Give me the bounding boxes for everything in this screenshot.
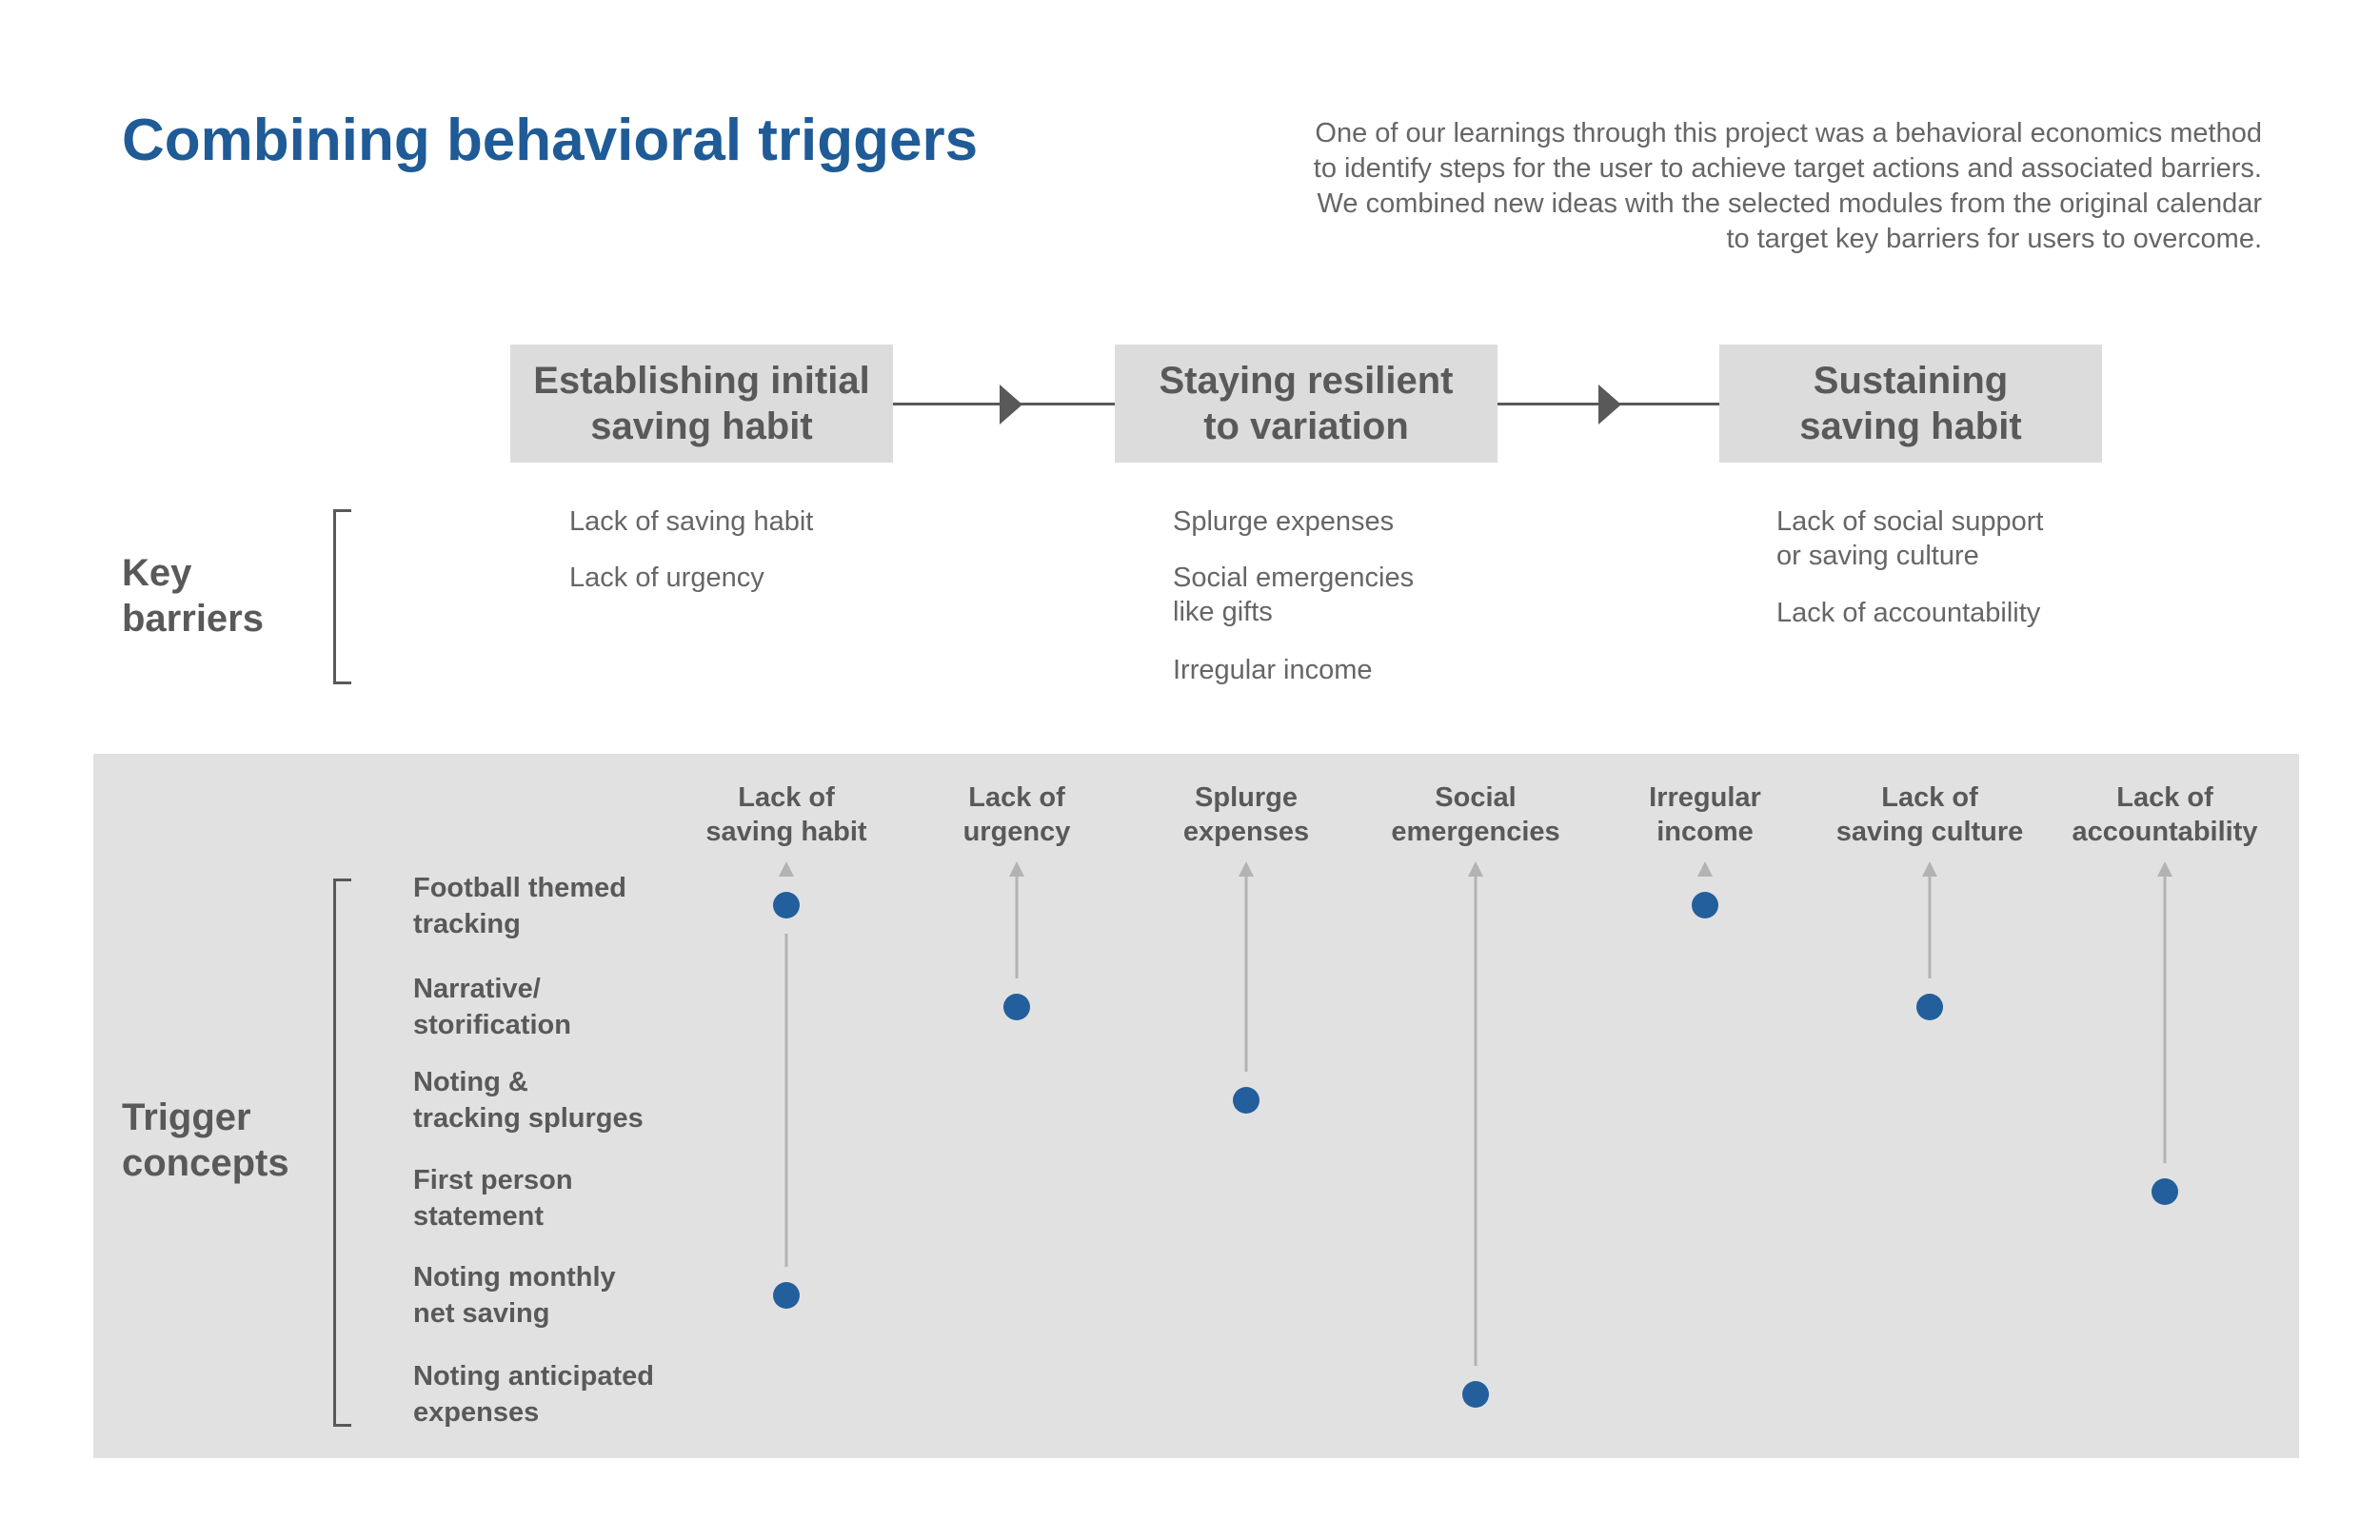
link-dot <box>773 892 800 918</box>
row-label-line: Noting monthly <box>413 1262 616 1293</box>
arrow-up-icon <box>1009 861 1024 877</box>
trigger-concepts-label-line: Trigger <box>122 1096 251 1138</box>
stage-title-line: saving habit <box>1799 405 2022 447</box>
link-dot <box>1003 994 1030 1020</box>
row-label-line: expenses <box>413 1397 540 1428</box>
barrier-item: Splurge expenses <box>1173 506 1395 537</box>
row-label-line: tracking <box>413 909 521 939</box>
column-header-line: urgency <box>962 817 1071 847</box>
arrow-up-icon <box>1239 861 1254 877</box>
column-header: Lack of urgency <box>902 780 1131 849</box>
column-header-line: Splurge <box>1195 782 1298 813</box>
page-title: Combining behavioral triggers <box>122 108 979 173</box>
column-header-line: income <box>1656 817 1754 847</box>
column-header: Lack of saving habit <box>672 780 901 849</box>
stage-title-line: Sustaining <box>1813 360 2009 402</box>
barrier-item: Lack of social support or saving culture <box>1776 506 2044 571</box>
row-label-line: net saving <box>413 1298 550 1329</box>
link-dot <box>1692 892 1718 918</box>
row-label-line: statement <box>413 1201 544 1232</box>
row-label: Football themed tracking <box>413 870 718 942</box>
column-header-line: Social <box>1435 782 1517 813</box>
intro-line: to target key barriers for users to over… <box>1726 224 2263 254</box>
link-dot <box>1462 1381 1489 1408</box>
barrier-item: Lack of saving habit <box>569 506 814 537</box>
intro-paragraph: One of our learnings through this projec… <box>1120 116 2262 257</box>
link-dot <box>2152 1178 2178 1205</box>
arrow-up-icon <box>779 861 794 877</box>
arrowhead-icon <box>1000 385 1022 424</box>
intro-line: One of our learnings through this projec… <box>1315 118 2262 148</box>
stage-title-line: Establishing initial <box>533 360 870 402</box>
column-header-line: Lack of <box>968 782 1065 813</box>
barrier-item: Irregular income <box>1173 655 1373 685</box>
row-label-line: tracking splurges <box>413 1103 644 1134</box>
column-header-line: expenses <box>1182 817 1310 847</box>
key-barriers-label-line: barriers <box>122 598 264 640</box>
link-dot <box>773 1282 800 1309</box>
row-label-line: Narrative/ <box>413 974 541 1004</box>
stage-title-line: Staying resilient <box>1159 360 1454 402</box>
intro-line: to identify steps for the user to achiev… <box>1313 153 2262 184</box>
row-label-line: Noting anticipated <box>413 1361 654 1392</box>
arrow-up-icon <box>1697 861 1713 877</box>
row-label-line: First person <box>413 1165 573 1195</box>
column-header: Irregular income <box>1591 780 1819 849</box>
row-label: Noting & tracking splurges <box>413 1064 718 1136</box>
column-header-line: Lack of <box>1881 782 1978 813</box>
arrow-up-icon <box>2157 861 2172 877</box>
key-barriers-bracket <box>333 509 351 684</box>
column-header-line: Lack of <box>2116 782 2213 813</box>
barrier-item: Lack of urgency <box>569 563 764 593</box>
column-header-line: saving culture <box>1835 817 2024 847</box>
row-label: Noting monthly net saving <box>413 1259 718 1332</box>
column-header-line: emergencies <box>1391 817 1560 847</box>
key-barriers-label-line: Key <box>122 552 192 594</box>
column-header-line: Irregular <box>1649 782 1761 813</box>
trigger-concepts-bracket <box>333 879 351 1427</box>
trigger-concepts-label: Trigger concepts <box>122 1095 289 1186</box>
intro-line: We combined new ideas with the selected … <box>1317 188 2262 219</box>
barrier-item: Lack of accountability <box>1776 598 2041 628</box>
trigger-concepts-label-line: concepts <box>122 1142 289 1184</box>
arrowhead-icon <box>1598 385 1621 424</box>
stage-title-line: saving habit <box>590 405 813 447</box>
column-header: Lack of saving culture <box>1815 780 2044 849</box>
row-label: Noting anticipated expenses <box>413 1358 718 1431</box>
link-dot <box>1916 994 1943 1020</box>
column-header: Splurge expenses <box>1132 780 1360 849</box>
column-header: Lack of accountability <box>2051 780 2279 849</box>
stage-title-line: to variation <box>1203 405 1409 447</box>
barrier-item: Social emergencies like gifts <box>1173 563 1415 627</box>
row-label-line: storification <box>413 1010 571 1040</box>
key-barriers-label: Key barriers <box>122 550 264 642</box>
row-label-line: Football themed <box>413 873 626 903</box>
column-header-line: saving habit <box>705 817 867 847</box>
arrow-up-icon <box>1922 861 1937 877</box>
row-label-line: Noting & <box>413 1067 528 1097</box>
row-label: First person statement <box>413 1162 718 1234</box>
column-header-line: Lack of <box>738 782 835 813</box>
arrow-up-icon <box>1468 861 1483 877</box>
link-dot <box>1233 1087 1259 1114</box>
column-header: Social emergencies <box>1361 780 1590 849</box>
column-header-line: accountability <box>2072 817 2258 847</box>
row-label: Narrative/storification <box>413 971 718 1043</box>
